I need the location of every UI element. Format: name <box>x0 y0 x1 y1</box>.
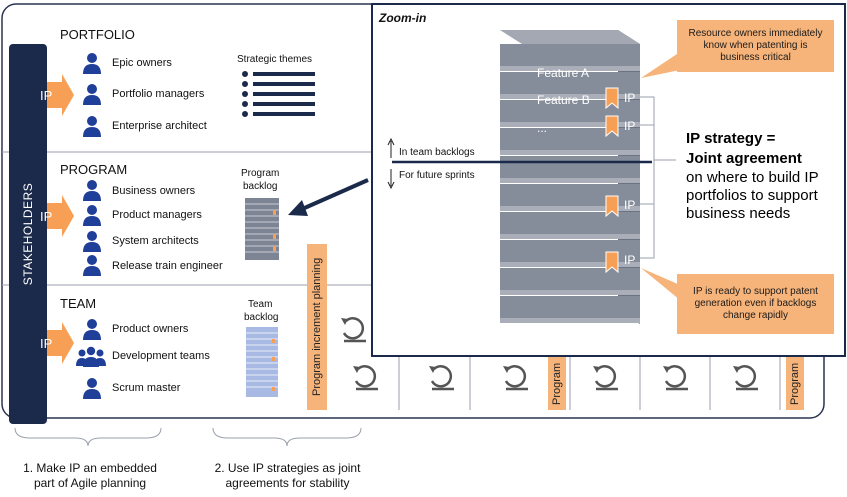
strategy-body-2: portfolios to support <box>686 187 818 204</box>
down-arrow-icon <box>387 169 395 190</box>
role-scrum-master: Scrum master <box>112 382 181 394</box>
backlog-layer-edge <box>500 262 640 267</box>
feature-ellipsis-label: ... <box>537 121 548 135</box>
footnote-brace-2 <box>212 427 362 447</box>
backlog-layer-edge <box>500 290 640 295</box>
up-arrow-icon <box>387 137 395 158</box>
ip-tag-label: IP <box>624 91 636 105</box>
callout-pointer-bottom <box>641 268 680 300</box>
stakeholders-bar <box>9 44 47 424</box>
zoom-backlog-layers <box>500 44 640 323</box>
ip-bracket-lines <box>640 96 676 259</box>
backlog-layer-edge <box>500 206 640 211</box>
backlog-layer-edge <box>500 66 640 71</box>
program-backlog-label-2: backlog <box>243 181 278 192</box>
footnote-1-line1: 1. Make IP an embedded <box>23 461 157 475</box>
program-backlog-stack <box>245 198 279 260</box>
team-backlog-label-2: backlog <box>244 312 279 323</box>
role-release-train-engineer: Release train engineer <box>112 260 223 272</box>
ip-badge-text: IP <box>40 209 53 224</box>
strategy-body-1: on where to build IP <box>686 169 819 186</box>
ip-badge-text: IP <box>40 336 53 351</box>
role-system-architects: System architects <box>112 235 199 247</box>
team-title: TEAM <box>60 296 97 311</box>
ip-badge-text: IP <box>40 88 53 103</box>
backlog-layer-edge <box>500 178 640 183</box>
team-backlog-stack <box>246 327 278 397</box>
team-backlog-label-1: Team <box>248 299 273 310</box>
sprint-column-dividers <box>398 357 781 410</box>
footnote-2-line1: 2. Use IP strategies as joint <box>214 461 361 475</box>
backlog-layer-edge <box>500 150 640 155</box>
list-icon <box>242 71 315 117</box>
role-epic-owners: Epic owners <box>112 57 172 69</box>
role-business-owners: Business owners <box>112 185 196 197</box>
footnote-brace-1 <box>14 427 162 447</box>
strategy-body-3: business needs <box>686 205 791 222</box>
backlog-layer-edge <box>500 234 640 239</box>
role-product-owners: Product owners <box>112 323 189 335</box>
role-portfolio-managers: Portfolio managers <box>112 88 205 100</box>
ip-tag-label: IP <box>624 198 636 212</box>
ip-ribbon-icon <box>605 115 619 138</box>
zoom-arrow <box>288 178 369 216</box>
role-enterprise-architect: Enterprise architect <box>112 120 207 132</box>
backlog-layer-edge <box>500 94 640 99</box>
in-team-backlogs-label: In team backlogs <box>399 147 475 158</box>
pi-planning-label-short: Program <box>548 357 566 410</box>
ip-tag-label: IP <box>624 253 636 267</box>
callout-pointer-top <box>641 52 680 78</box>
strategy-title-1: IP strategy = <box>686 130 776 147</box>
pi-planning-label-short: Program <box>786 357 804 410</box>
strategy-title-2: Joint agreement <box>686 150 802 167</box>
role-development-teams: Development teams <box>112 350 210 362</box>
callout-ip-ready: IP is ready to support patent generation… <box>677 274 834 334</box>
role-product-managers: Product managers <box>112 209 202 221</box>
program-title: PROGRAM <box>60 162 128 177</box>
program-backlog-label-1: Program <box>241 168 280 179</box>
backlog-layer-edge <box>500 318 640 323</box>
footnote-1-line2: part of Agile planning <box>33 476 147 490</box>
for-future-sprints-label: For future sprints <box>399 170 475 181</box>
ip-tag-label: IP <box>624 119 636 133</box>
strategic-themes-label: Strategic themes <box>237 54 313 65</box>
callout-resource-owners: Resource owners immediately know when pa… <box>677 20 834 72</box>
footnote-2-line2: agreements for stability <box>225 476 350 490</box>
zoom-in-title: Zoom-in <box>379 11 427 25</box>
portfolio-title: PORTFOLIO <box>60 27 135 42</box>
feature-a-label: Feature A <box>537 66 590 80</box>
pi-planning-label: Program increment planning <box>307 244 327 410</box>
backlog-layer-edge <box>500 122 640 127</box>
ip-ribbon-icon <box>605 195 619 218</box>
ip-ribbon-icon <box>605 87 619 110</box>
feature-b-label: Feature B <box>537 93 590 107</box>
ip-ribbon-icon <box>605 251 619 274</box>
